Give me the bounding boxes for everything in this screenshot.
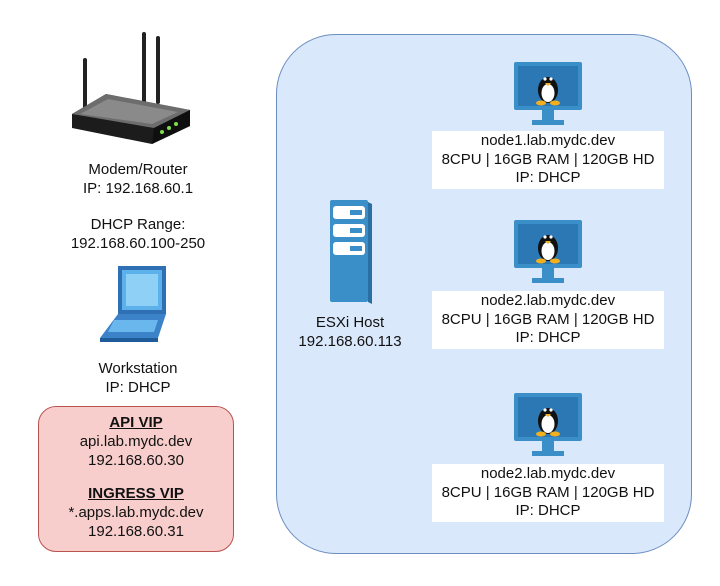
api-vip-ip: 192.168.60.30 [88,452,184,469]
dhcp-title: DHCP Range: [90,216,186,233]
node-specs: 8CPU | 16GB RAM | 120GB HD [441,483,655,501]
esxi-name: ESXi Host [315,314,385,331]
laptop-icon [96,262,180,351]
linux-monitor-icon [514,220,582,289]
router-icon [66,28,196,151]
workstation-name: Workstation [98,360,178,377]
node-ip: IP: DHCP [515,169,581,186]
ingress-vip-host: *.apps.lab.mydc.dev [68,504,204,521]
node-3-label: node2.lab.mydc.dev 8CPU | 16GB RAM | 120… [432,464,664,522]
linux-monitor-icon [514,62,582,131]
node-hostname: node1.lab.mydc.dev [480,132,616,149]
node-hostname: node2.lab.mydc.dev [480,292,616,309]
node-specs: 8CPU | 16GB RAM | 120GB HD [441,310,655,328]
linux-monitor-icon [514,393,582,462]
node-specs: 8CPU | 16GB RAM | 120GB HD [441,150,655,168]
api-vip-host: api.lab.mydc.dev [79,433,193,450]
esxi-label: ESXi Host 192.168.60.113 [280,313,420,351]
router-name: Modem/Router [88,161,188,178]
workstation-label: Workstation IP: DHCP [40,359,236,397]
router-label: Modem/Router IP: 192.168.60.1 [40,160,236,198]
server-icon [330,200,372,309]
api-vip-title: API VIP [109,414,163,431]
esxi-ip: 192.168.60.113 [298,333,402,350]
node-1-label: node1.lab.mydc.dev 8CPU | 16GB RAM | 120… [432,131,664,189]
node-hostname: node2.lab.mydc.dev [480,465,616,482]
dhcp-range-label: DHCP Range: 192.168.60.100-250 [40,215,236,253]
node-2-label: node2.lab.mydc.dev 8CPU | 16GB RAM | 120… [432,291,664,349]
ingress-vip-ip: 192.168.60.31 [88,523,184,540]
node-ip: IP: DHCP [515,502,581,519]
ingress-vip-title: INGRESS VIP [88,485,184,502]
dhcp-range: 192.168.60.100-250 [70,235,206,252]
workstation-ip: IP: DHCP [105,379,171,396]
vip-box: API VIP api.lab.mydc.dev 192.168.60.30 I… [38,406,234,552]
router-ip: IP: 192.168.60.1 [82,180,194,197]
node-ip: IP: DHCP [515,329,581,346]
